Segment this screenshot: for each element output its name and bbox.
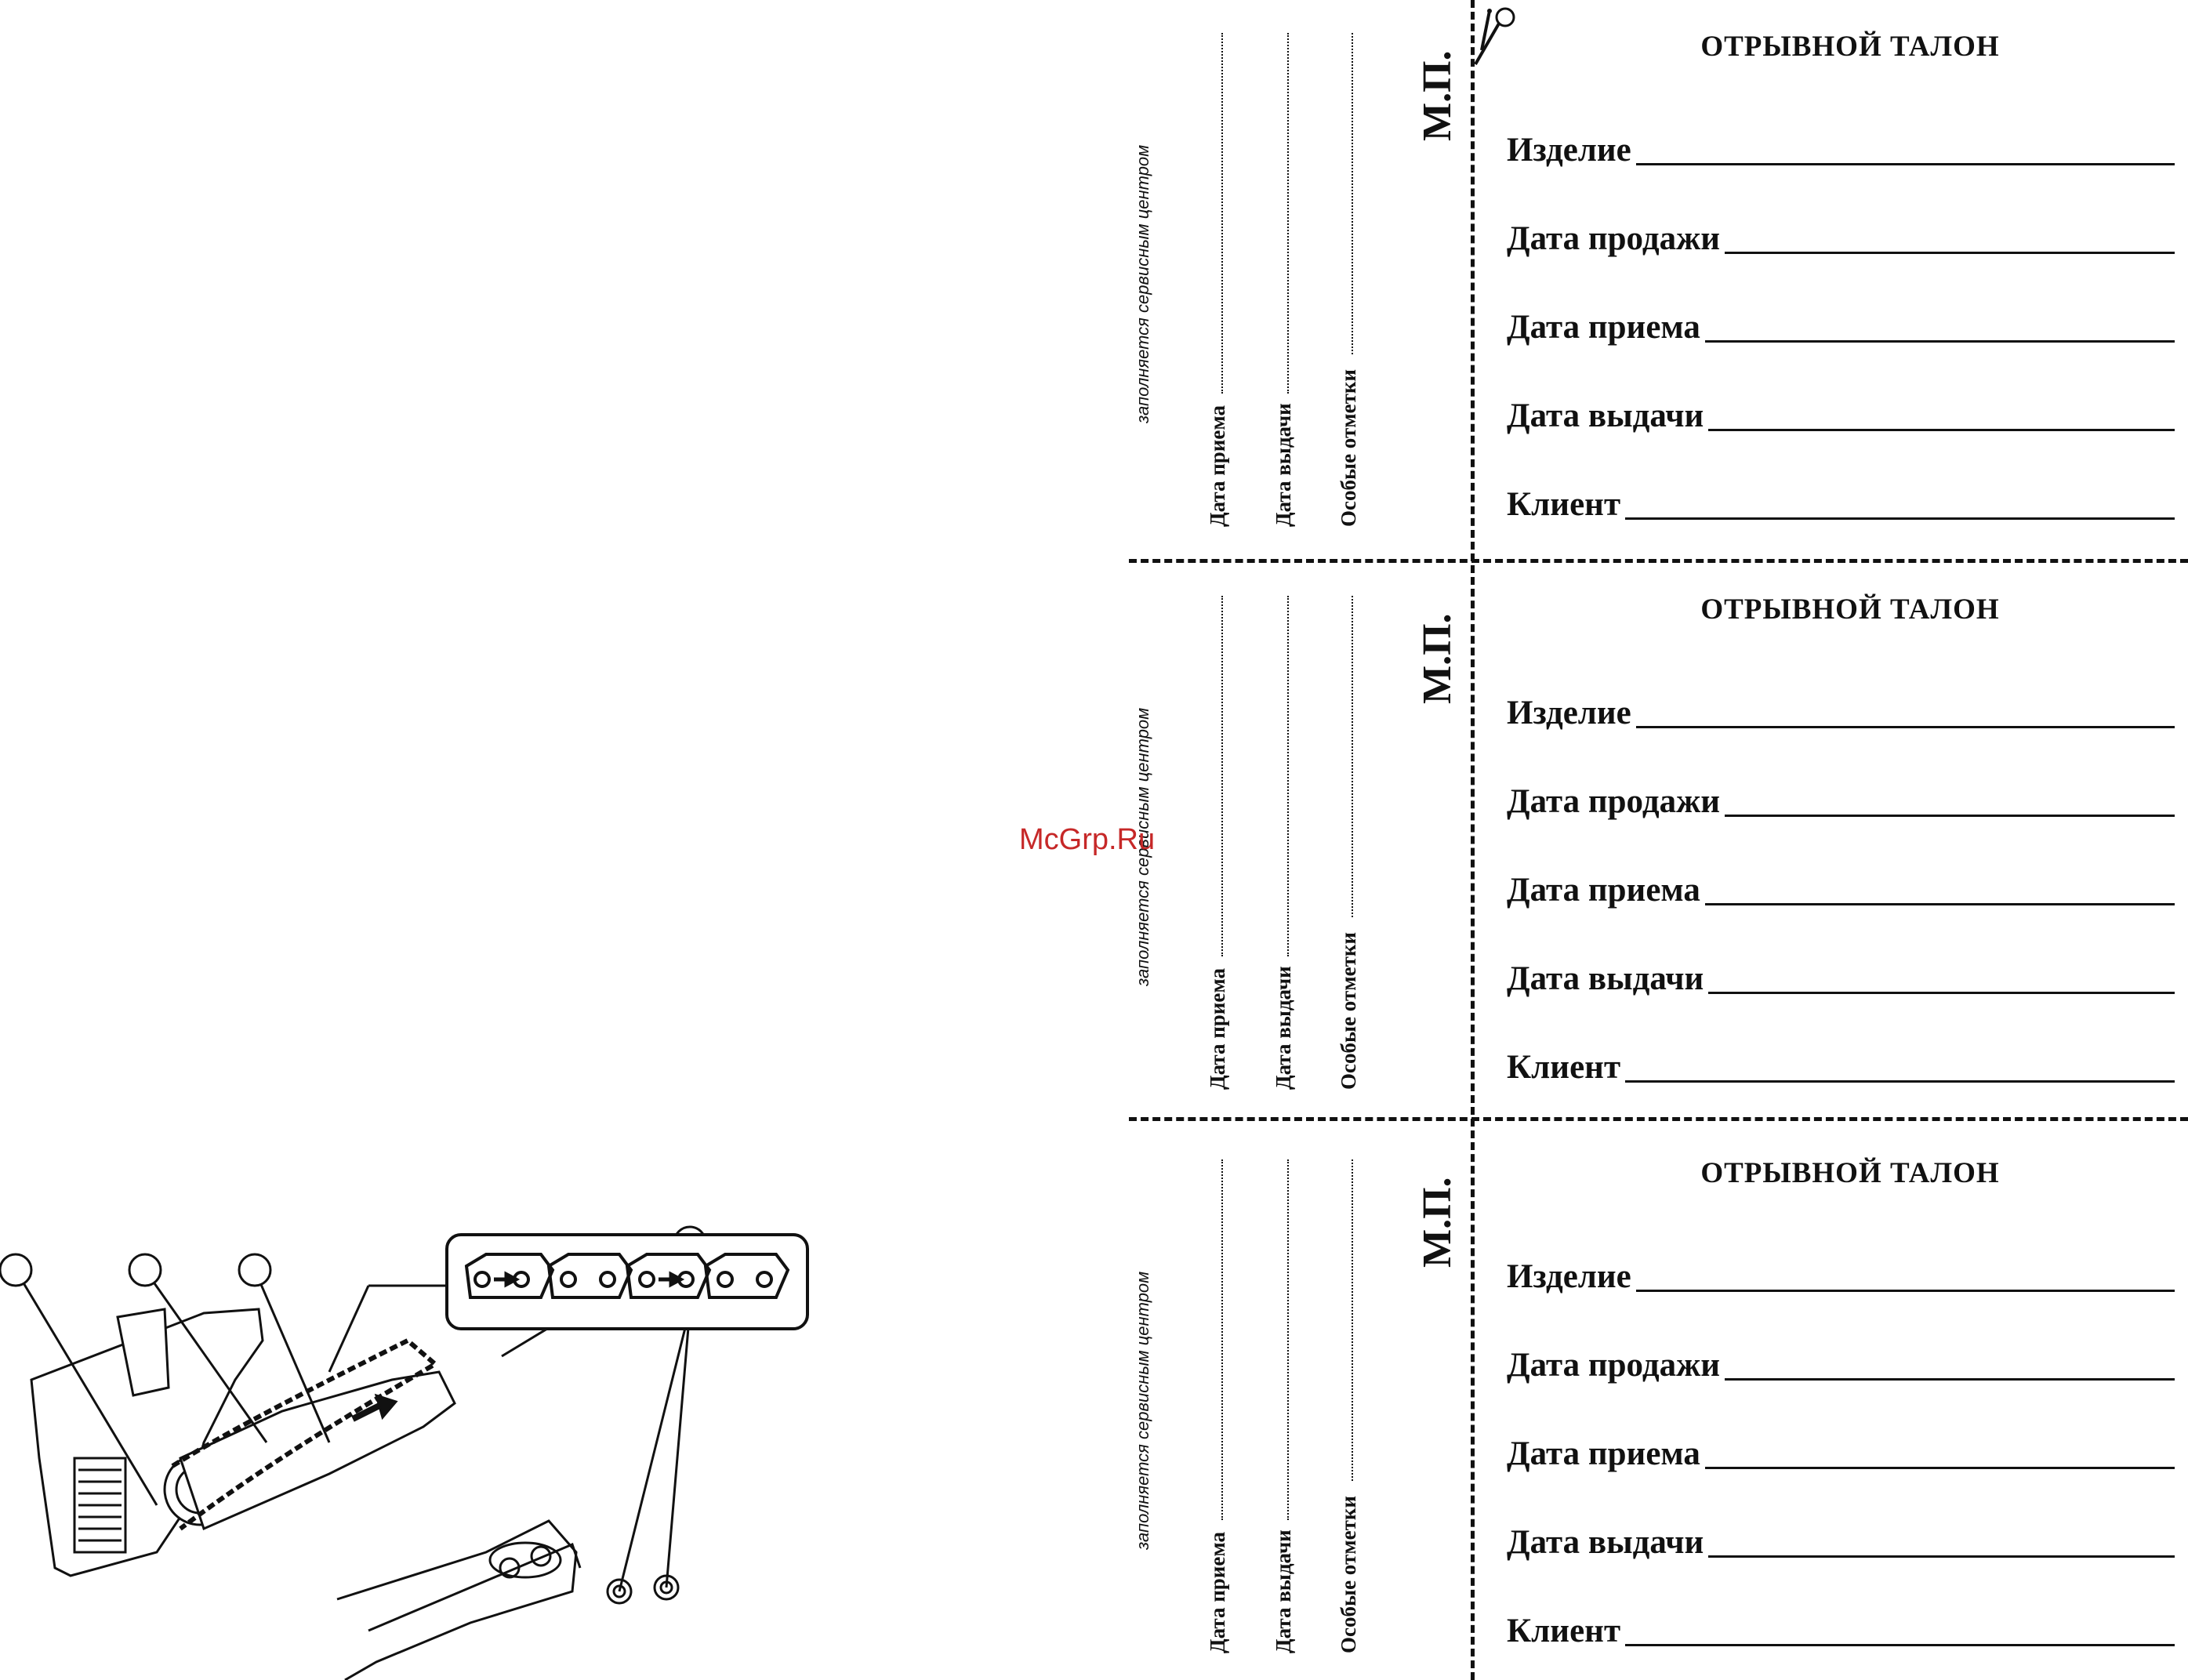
fill-in-line[interactable] <box>1635 163 2175 165</box>
field-product: Изделие <box>1507 1260 2175 1294</box>
field-issue-date: Дата выдачи <box>1507 399 2175 433</box>
field-sale-date: Дата продажи <box>1507 1348 2175 1382</box>
stamp-mark: М.П. <box>1415 1177 1460 1268</box>
stub-dotted-line[interactable] <box>1352 1159 1353 1481</box>
field-label: Дата выдачи <box>1507 960 1704 997</box>
fill-in-line[interactable] <box>1708 992 2175 994</box>
field-label: Дата приема <box>1507 872 1700 909</box>
fill-in-line[interactable] <box>1635 1290 2175 1292</box>
service-center-note: заполняется сервисным центром <box>1133 1271 1152 1550</box>
fill-in-line[interactable] <box>1704 903 2175 905</box>
field-label: Изделие <box>1507 132 1631 169</box>
field-sale-date: Дата продажи <box>1507 785 2175 818</box>
field-label: Изделие <box>1507 695 1631 731</box>
stub-dotted-line[interactable] <box>1352 596 1353 917</box>
scissors-icon <box>1474 7 1515 65</box>
field-label: Клиент <box>1507 1613 1621 1649</box>
field-label: Дата выдачи <box>1507 397 1704 434</box>
chainsaw-chain-assembly-illustration <box>0 1225 809 1680</box>
field-product: Изделие <box>1507 133 2175 167</box>
fill-in-line[interactable] <box>1725 1378 2175 1381</box>
fill-in-line[interactable] <box>1635 726 2175 728</box>
stub-date-issued: Дата выдачи <box>1272 966 1295 1090</box>
field-label: Дата приема <box>1507 1435 1700 1472</box>
fill-in-line[interactable] <box>1725 252 2175 254</box>
stub-special-notes: Особые отметки <box>1337 1496 1360 1653</box>
stub-date-issued: Дата выдачи <box>1272 1529 1295 1653</box>
field-product: Изделие <box>1507 696 2175 730</box>
field-label: Дата продажи <box>1507 783 1721 820</box>
horizontal-cut-line-2 <box>1129 1117 2188 1121</box>
stub-dotted-line[interactable] <box>1352 33 1353 354</box>
field-receive-date: Дата приема <box>1507 1437 2175 1471</box>
field-receive-date: Дата приема <box>1507 873 2175 907</box>
field-label: Дата продажи <box>1507 1347 1721 1384</box>
field-client: Клиент <box>1507 1614 2175 1648</box>
stub-special-notes: Особые отметки <box>1337 932 1360 1090</box>
field-client: Клиент <box>1507 488 2175 521</box>
field-label: Дата продажи <box>1507 220 1721 257</box>
watermark: McGrp.Ru <box>1019 823 1156 856</box>
stamp-mark: М.П. <box>1415 50 1460 141</box>
horizontal-cut-line-1 <box>1129 559 2188 563</box>
talon-title: ОТРЫВНОЙ ТАЛОН <box>1700 593 2000 626</box>
fill-in-line[interactable] <box>1725 815 2175 817</box>
field-label: Клиент <box>1507 486 1621 523</box>
stub-special-notes: Особые отметки <box>1337 369 1360 527</box>
stamp-mark: М.П. <box>1415 613 1460 704</box>
service-center-note: заполняется сервисным центром <box>1133 144 1152 423</box>
field-label: Дата выдачи <box>1507 1524 1704 1561</box>
stub-date-received: Дата приема <box>1206 1531 1229 1653</box>
field-issue-date: Дата выдачи <box>1507 1526 2175 1559</box>
stub-dotted-line[interactable] <box>1287 596 1289 956</box>
fill-in-line[interactable] <box>1625 1080 2175 1083</box>
stub-date-received: Дата приема <box>1206 967 1229 1090</box>
fill-in-line[interactable] <box>1708 429 2175 431</box>
fill-in-line[interactable] <box>1704 1467 2175 1469</box>
stub-dotted-line[interactable] <box>1287 33 1289 394</box>
fill-in-line[interactable] <box>1625 517 2175 520</box>
stub-dotted-line[interactable] <box>1221 33 1223 394</box>
field-client: Клиент <box>1507 1050 2175 1084</box>
stub-dotted-line[interactable] <box>1221 1159 1223 1520</box>
vertical-cut-line <box>1471 0 1475 1680</box>
field-label: Клиент <box>1507 1049 1621 1086</box>
field-receive-date: Дата приема <box>1507 310 2175 344</box>
talon-title: ОТРЫВНОЙ ТАЛОН <box>1700 31 2000 63</box>
fill-in-line[interactable] <box>1704 340 2175 343</box>
fill-in-line[interactable] <box>1625 1644 2175 1646</box>
field-label: Дата приема <box>1507 309 1700 346</box>
stub-dotted-line[interactable] <box>1287 1159 1289 1520</box>
field-issue-date: Дата выдачи <box>1507 962 2175 996</box>
talon-title: ОТРЫВНОЙ ТАЛОН <box>1700 1157 2000 1189</box>
stub-date-issued: Дата выдачи <box>1272 403 1295 527</box>
stub-dotted-line[interactable] <box>1221 596 1223 956</box>
fill-in-line[interactable] <box>1708 1555 2175 1558</box>
field-sale-date: Дата продажи <box>1507 222 2175 256</box>
stub-date-received: Дата приема <box>1206 405 1229 527</box>
field-label: Изделие <box>1507 1258 1631 1295</box>
